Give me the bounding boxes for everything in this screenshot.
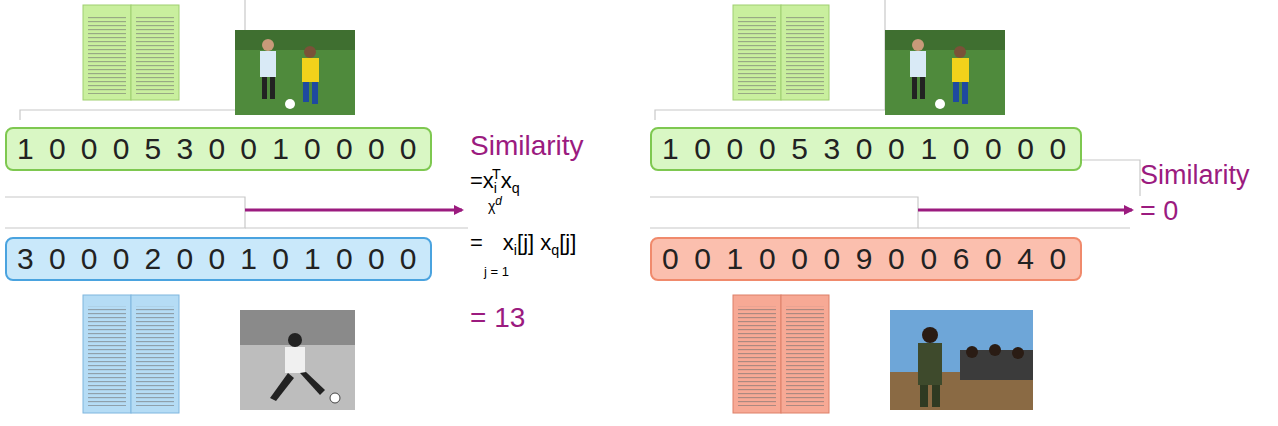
vector-values: 1 0 0 0 5 3 0 0 1 0 0 0 0 — [662, 131, 1070, 167]
formula-line: Similarity — [470, 130, 584, 162]
formula-text: x — [503, 230, 514, 255]
formula-text: i — [514, 242, 517, 258]
result-label: = 0 — [1140, 196, 1178, 226]
formula-line: χd — [488, 194, 502, 214]
book-green — [733, 5, 829, 100]
formula-text: [j] x — [517, 230, 551, 255]
formula-text: =x — [470, 168, 494, 193]
result-label: Similarity — [470, 130, 584, 161]
vector-box: 3 0 0 0 2 0 0 1 0 1 0 0 0 — [5, 237, 432, 281]
photo-soccer — [235, 30, 355, 115]
arrow — [245, 209, 462, 212]
photo-soccer — [885, 30, 1005, 115]
formula-text: x — [501, 168, 512, 193]
vector-values: 3 0 0 0 2 0 0 1 0 1 0 0 0 — [17, 241, 420, 277]
formula-text: [j] — [559, 230, 576, 255]
book-green — [83, 5, 179, 100]
formula-text: T — [492, 166, 501, 182]
formula-line: = 13 — [470, 302, 525, 334]
vector-box: 1 0 0 0 5 3 0 0 1 0 0 0 0 — [5, 127, 432, 171]
result-label: = 13 — [470, 302, 525, 333]
formula-text: q — [512, 180, 520, 196]
formula-line: j = 1 — [484, 264, 509, 279]
vector-values: 0 0 1 0 0 0 9 0 0 6 0 4 0 — [662, 241, 1070, 277]
formula-line: Similarity — [1140, 160, 1250, 191]
book-red — [733, 295, 829, 413]
formula-text: j = 1 — [484, 264, 509, 279]
frame-lines — [5, 0, 1140, 228]
formula-text: = — [470, 230, 483, 255]
vector-box: 1 0 0 0 5 3 0 0 1 0 0 0 0 — [650, 127, 1082, 171]
photo-soldiers — [890, 310, 1033, 410]
vector-values: 1 0 0 0 5 3 0 0 1 0 0 0 0 — [17, 131, 420, 167]
formula-line: = xi[j] xq[j] — [470, 230, 576, 258]
formula-text: q — [551, 242, 559, 258]
arrow — [918, 209, 1132, 212]
photo-soccer-bw — [240, 310, 355, 410]
formula-text: d — [495, 194, 502, 208]
formula-line: = 0 — [1140, 196, 1178, 227]
formula-line: =xiTxq — [470, 166, 520, 196]
result-label: Similarity — [1140, 160, 1250, 190]
book-blue — [83, 295, 179, 413]
vector-box: 0 0 1 0 0 0 9 0 0 6 0 4 0 — [650, 237, 1082, 281]
formula-text: χ — [488, 198, 495, 214]
